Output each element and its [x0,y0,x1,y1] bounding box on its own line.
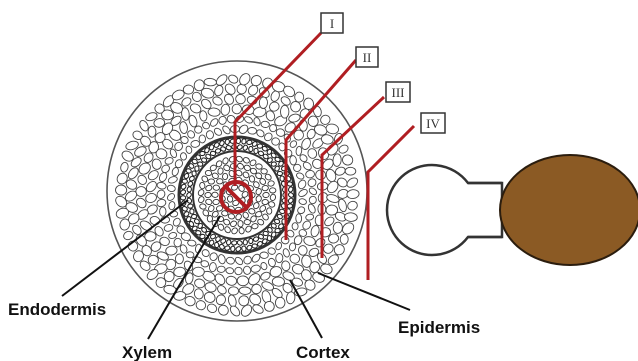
cell [214,242,219,248]
cell [277,171,282,175]
cell [255,163,262,169]
cell [148,126,156,137]
cell [192,267,204,277]
cell [248,127,257,134]
cell [246,140,252,145]
soil-particle [500,155,638,265]
cell [238,220,244,227]
cell [205,170,212,176]
cell [195,230,201,235]
cell [187,204,193,209]
marker-ii-label: II [363,50,372,65]
cell [205,192,212,198]
marker-iv: IV [421,113,445,133]
cell [191,214,196,218]
cell [249,146,253,151]
cell [195,166,199,171]
marker-i: I [321,13,343,33]
cell [254,148,258,153]
cell [263,231,269,236]
cell [148,255,159,265]
xylem-label: Xylem [122,343,172,361]
cell [187,186,192,192]
cell [280,176,285,181]
cell [243,240,247,245]
cell [292,223,298,230]
cell [199,182,205,189]
cell [237,84,247,94]
cell [208,179,214,184]
cell [270,188,276,193]
epidermis-leader [318,273,410,310]
cell [213,185,220,191]
cell [287,181,293,186]
cell [192,171,197,177]
cell [174,238,182,247]
cell [212,192,219,198]
cell [236,138,241,144]
cell [225,139,230,145]
cell [160,207,166,216]
cell [267,235,272,240]
cell [261,121,270,128]
cell [180,196,185,200]
marker-iii: III [386,82,410,102]
cell [262,192,269,198]
cell [275,253,283,263]
cell [340,234,348,244]
cell [275,297,285,308]
cell [222,173,228,180]
marker-iv-label: IV [426,116,440,131]
cortex-label: Cortex [296,343,350,361]
cell [239,287,251,295]
cell [296,146,303,156]
cell [180,152,187,160]
cell [296,214,302,223]
cell [252,244,257,248]
cell [262,199,269,204]
cell [241,138,246,144]
cell [183,85,194,94]
cell [228,287,238,295]
cell [287,203,293,208]
cell [217,266,225,273]
cell [168,201,175,210]
epidermis-label: Epidermis [398,318,480,337]
cell [237,276,249,286]
cell [244,219,251,225]
root-hair-cell [387,165,502,255]
cell [225,267,234,274]
cell [267,208,272,214]
cell [207,215,212,222]
cell [186,251,194,258]
cell [281,105,289,118]
cell [197,161,203,166]
cell [213,199,220,205]
cell [231,240,237,245]
marker-i-label: I [330,16,334,31]
cell [248,238,253,244]
cell [260,252,269,259]
cell [216,179,223,185]
cell [230,246,235,252]
cell [333,222,343,234]
cell [199,135,206,143]
cell [190,209,195,215]
cell [272,277,284,286]
marker-iii-label: III [392,85,405,100]
cell [239,227,245,234]
cell [182,179,188,184]
cell [272,138,280,146]
cell [271,162,277,167]
cell [115,185,127,196]
marker-ii: II [356,47,378,67]
cell [175,254,183,264]
cell [345,167,356,175]
cell [261,168,268,174]
endodermis-label: Endodermis [8,300,106,319]
cell [259,97,268,109]
